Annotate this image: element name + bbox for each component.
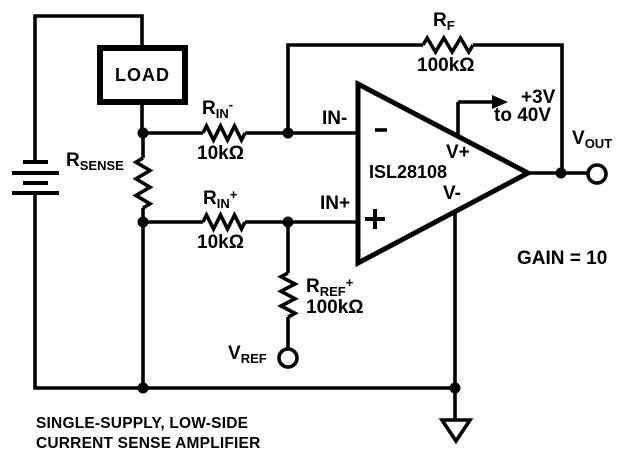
ground-icon (438, 418, 474, 445)
wire-feedback-left (286, 43, 423, 133)
resistor-rref-zigzag (277, 271, 299, 319)
rf-label: RF (433, 10, 455, 33)
caption-line1: SINGLE-SUPPLY, LOW-SIDE (36, 415, 249, 432)
resistor-rsense-zigzag (132, 156, 154, 210)
vminus-pin-label: V- (443, 183, 461, 204)
rf-value: 100kΩ (417, 55, 475, 76)
rref-label: RREF+ (306, 275, 354, 299)
resistor-rin-plus-zigzag (201, 210, 247, 234)
load-box: LOAD (97, 45, 188, 105)
rin-minus-value: 10kΩ (197, 143, 244, 164)
vplus-pin-label: V+ (446, 142, 470, 163)
rin-plus-value: 10kΩ (197, 232, 244, 253)
load-label: LOAD (115, 64, 170, 85)
vref-terminal-icon (277, 347, 299, 369)
supply-arrow-icon (492, 95, 508, 109)
in-minus-pin-label: IN- (322, 108, 348, 129)
rin-plus-label: RIN+ (203, 187, 238, 211)
supply-range-line1: +3V (521, 87, 556, 108)
resistor-rf-zigzag (421, 34, 475, 56)
battery-icon (12, 160, 59, 195)
supply-range-line2: to 40V (494, 105, 552, 126)
wire-battery-to-load (33, 14, 144, 162)
vref-label: VREF (228, 343, 267, 366)
junction-dots (137, 127, 567, 394)
in-plus-pin-label: IN+ (320, 193, 351, 214)
vout-terminal-icon (586, 163, 608, 185)
rref-value: 100kΩ (306, 297, 364, 318)
wire-feedback-right (473, 43, 564, 173)
wire-ground-rail (33, 193, 455, 390)
figure-caption: SINGLE-SUPPLY, LOW-SIDE CURRENT SENSE AM… (36, 414, 260, 454)
resistor-rin-minus-zigzag (201, 121, 247, 145)
rsense-label: RSENSE (66, 150, 124, 173)
rin-minus-label: RIN- (202, 97, 234, 121)
caption-line2: CURRENT SENSE AMPLIFIER (36, 435, 261, 452)
gain-note: GAIN = 10 (517, 248, 608, 269)
opamp-plus-icon (365, 209, 385, 229)
opamp-part-number: ISL28108 (369, 162, 448, 182)
opamp-triangle (355, 79, 534, 268)
vout-label: VOUT (572, 128, 613, 151)
